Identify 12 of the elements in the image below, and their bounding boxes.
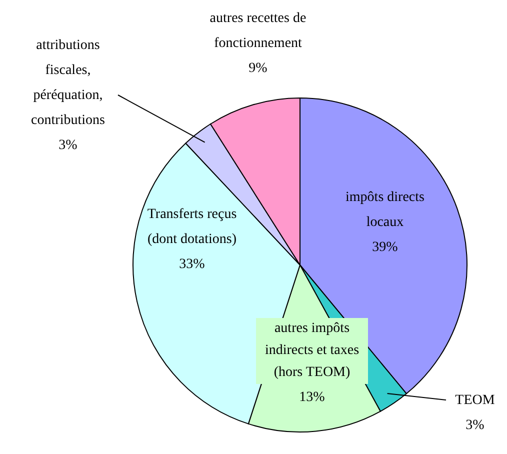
slice-label: impôts directs locaux — [344, 189, 426, 232]
slice-label: TEOM — [454, 392, 496, 410]
slice-label: autres impôts indirects et taxes (hors TEOM) — [256, 318, 368, 384]
slice-label: attributions fiscales, péréquation, contributions — [30, 37, 106, 130]
percent-label: 33% — [178, 256, 206, 274]
percent-label: 13% — [298, 389, 326, 407]
percent-label: 9% — [248, 60, 268, 78]
percent-label: 39% — [371, 239, 399, 257]
slice-label: Transferts reçus (dont dotations) — [146, 206, 238, 249]
percent-label: 3% — [58, 137, 78, 155]
percent-label: 3% — [464, 417, 486, 435]
slice-label: autres recettes de fonctionnement — [208, 10, 308, 53]
